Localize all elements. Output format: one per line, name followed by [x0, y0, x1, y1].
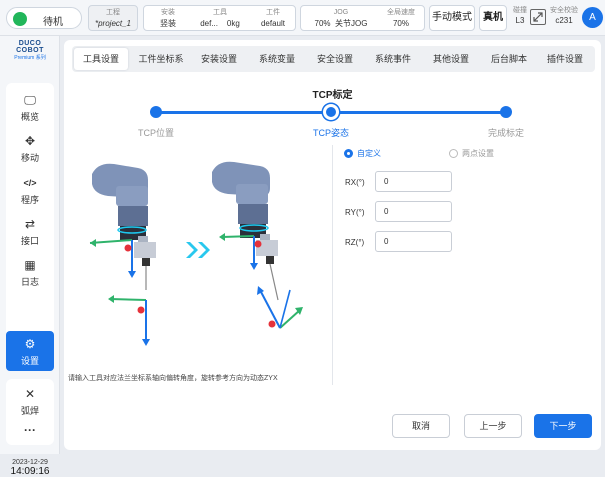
rx-label: RX(°): [345, 178, 365, 187]
rx-input[interactable]: 0: [375, 171, 452, 192]
robot-status-label: 待机: [43, 17, 63, 28]
sidebar-item-label: 接口: [20, 236, 39, 246]
jog-percent: 70%: [314, 19, 331, 28]
top-bar: 待机 工程 *project_1 安装 竖装 工具 def... 0kg 工件 …: [0, 0, 605, 36]
sidebar-item-label: 弧焊: [20, 406, 39, 416]
jog-mode: 关节JOG: [335, 19, 368, 28]
sidebar-item-move[interactable]: ✥ 移动: [6, 128, 54, 168]
step-label-3: 完成标定: [487, 128, 524, 138]
cancel-button[interactable]: 取消: [392, 414, 450, 438]
collision-label: 碰撞: [513, 7, 527, 14]
main-panel: 工具设置 工件坐标系 安装设置 系统变量 安全设置 系统事件 其他设置 后台脚本…: [64, 40, 601, 450]
sidebar-item-welding[interactable]: ✕ 弧焊: [6, 381, 54, 421]
rz-input[interactable]: 0: [375, 231, 452, 252]
tab-plugin-settings[interactable]: 插件设置: [546, 54, 583, 64]
radio-custom[interactable]: [344, 149, 353, 158]
tab-install-settings[interactable]: 安装设置: [200, 54, 237, 64]
calendar-icon: ▦: [24, 258, 36, 272]
interface-icon: ⇄: [24, 217, 36, 231]
robot-after-image: [212, 161, 303, 329]
tab-system-variables[interactable]: 系统变量: [258, 54, 295, 64]
manual-mode-button[interactable]: 手动模式: [429, 5, 475, 31]
install-value: 竖装: [160, 19, 176, 28]
avatar[interactable]: A: [582, 7, 603, 28]
tab-background-script[interactable]: 后台脚本: [490, 54, 527, 64]
global-speed-value: 70%: [392, 19, 409, 28]
tab-other-settings[interactable]: 其他设置: [432, 54, 469, 64]
date-label: 2023-12-29: [12, 459, 48, 466]
welding-icon: ✕: [24, 387, 36, 401]
status-dot-icon: [13, 12, 27, 26]
sidebar: DUCO COBOT Premium 系列 🖵 概览 ✥ 移动 </> 程序 ⇄…: [0, 36, 60, 477]
radio-two-point[interactable]: [449, 149, 458, 158]
project-chip[interactable]: 工程 *project_1: [88, 5, 138, 31]
ry-input[interactable]: 0: [375, 201, 452, 222]
sidebar-item-label: 程序: [20, 195, 39, 205]
monitor-icon: 🖵: [24, 93, 36, 107]
step-label-2: TCP姿态: [312, 128, 349, 138]
logo-line1: DUCO COBOT: [16, 40, 44, 54]
robot-before-image: [89, 163, 156, 346]
jog-label: JOG: [333, 9, 349, 16]
step-dot-1: [150, 106, 162, 118]
tool-label: 工具: [213, 9, 227, 16]
project-value: *project_1: [94, 19, 132, 28]
workpiece-value: default: [260, 19, 286, 28]
settings-tabbar: 工具设置 工件坐标系 安装设置 系统变量 安全设置 系统事件 其他设置 后台脚本…: [72, 46, 595, 72]
collision-level[interactable]: 碰撞 L3: [510, 6, 530, 26]
sidebar-item-label: 移动: [20, 153, 39, 163]
sidebar-item-program[interactable]: </> 程序: [6, 170, 54, 210]
safety-value: c231: [555, 16, 573, 25]
workpiece-label: 工件: [266, 9, 280, 16]
project-label: 工程: [106, 9, 120, 16]
logo-line2: Premium 系列: [14, 55, 46, 61]
install-tool-workpiece-chip[interactable]: 安装 竖装 工具 def... 0kg 工件 default: [143, 5, 296, 31]
install-label: 安装: [161, 9, 175, 16]
sidebar-item-label: 日志: [20, 277, 39, 287]
robot-status-indicator[interactable]: 待机: [6, 7, 82, 29]
sidebar-item-settings[interactable]: ⚙ 设置: [6, 331, 54, 371]
tab-tool-settings[interactable]: 工具设置: [74, 48, 128, 70]
tab-safety-settings[interactable]: 安全设置: [316, 54, 353, 64]
safety-check[interactable]: 安全校验 c231: [548, 6, 580, 26]
time-label: 14:09:16: [10, 466, 50, 477]
gear-icon: ⚙: [24, 337, 36, 351]
tab-workpiece-frame[interactable]: 工件坐标系: [138, 54, 184, 64]
global-speed-label: 全局速度: [387, 9, 415, 16]
tool-value: def...: [200, 19, 218, 28]
step-label-1: TCP位置: [137, 128, 174, 138]
ry-label: RY(°): [345, 208, 365, 217]
nav-group: 🖵 概览 ✥ 移动 </> 程序 ⇄ 接口 ▦ 日志 ⚙ 设置: [6, 83, 54, 371]
orientation-hint-text: 请输入工具对应法兰坐标系轴向偏转角度，旋转参考方向为动态ZYX: [68, 375, 278, 382]
collision-value: L3: [515, 16, 525, 25]
option-custom-label[interactable]: 自定义: [357, 149, 381, 158]
page-title: TCP标定: [312, 90, 353, 101]
code-icon: </>: [23, 178, 37, 188]
expand-icon[interactable]: [530, 9, 546, 25]
next-step-button[interactable]: 下一步: [534, 414, 592, 438]
sidebar-item-overview[interactable]: 🖵 概览: [6, 87, 54, 127]
datetime: 2023-12-29 14:09:16: [0, 459, 60, 477]
tab-system-events[interactable]: 系统事件: [374, 54, 411, 64]
sidebar-item-label: 设置: [20, 356, 39, 366]
step-dot-2: [323, 104, 339, 120]
tool-weight: 0kg: [226, 19, 240, 28]
sidebar-item-interface[interactable]: ⇄ 接口: [6, 211, 54, 251]
real-robot-button[interactable]: 真机: [479, 5, 507, 31]
brand-logo: DUCO COBOT Premium 系列: [4, 40, 56, 61]
plugin-group: ✕ 弧焊 ···: [6, 379, 54, 445]
safety-label: 安全校验: [550, 7, 578, 14]
sidebar-item-log[interactable]: ▦ 日志: [6, 252, 54, 292]
sidebar-item-label: 概览: [20, 112, 39, 122]
move-icon: ✥: [24, 134, 36, 148]
option-two-point-label[interactable]: 两点设置: [462, 149, 494, 158]
prev-step-button[interactable]: 上一步: [464, 414, 522, 438]
tcp-orientation-illustration: [89, 161, 303, 346]
step-dot-3: [500, 106, 512, 118]
rz-label: RZ(°): [345, 238, 365, 247]
more-icon[interactable]: ···: [24, 423, 36, 437]
panel-divider: [332, 145, 333, 385]
jog-speed-chip[interactable]: JOG 70% 关节JOG 全局速度 70%: [300, 5, 425, 31]
